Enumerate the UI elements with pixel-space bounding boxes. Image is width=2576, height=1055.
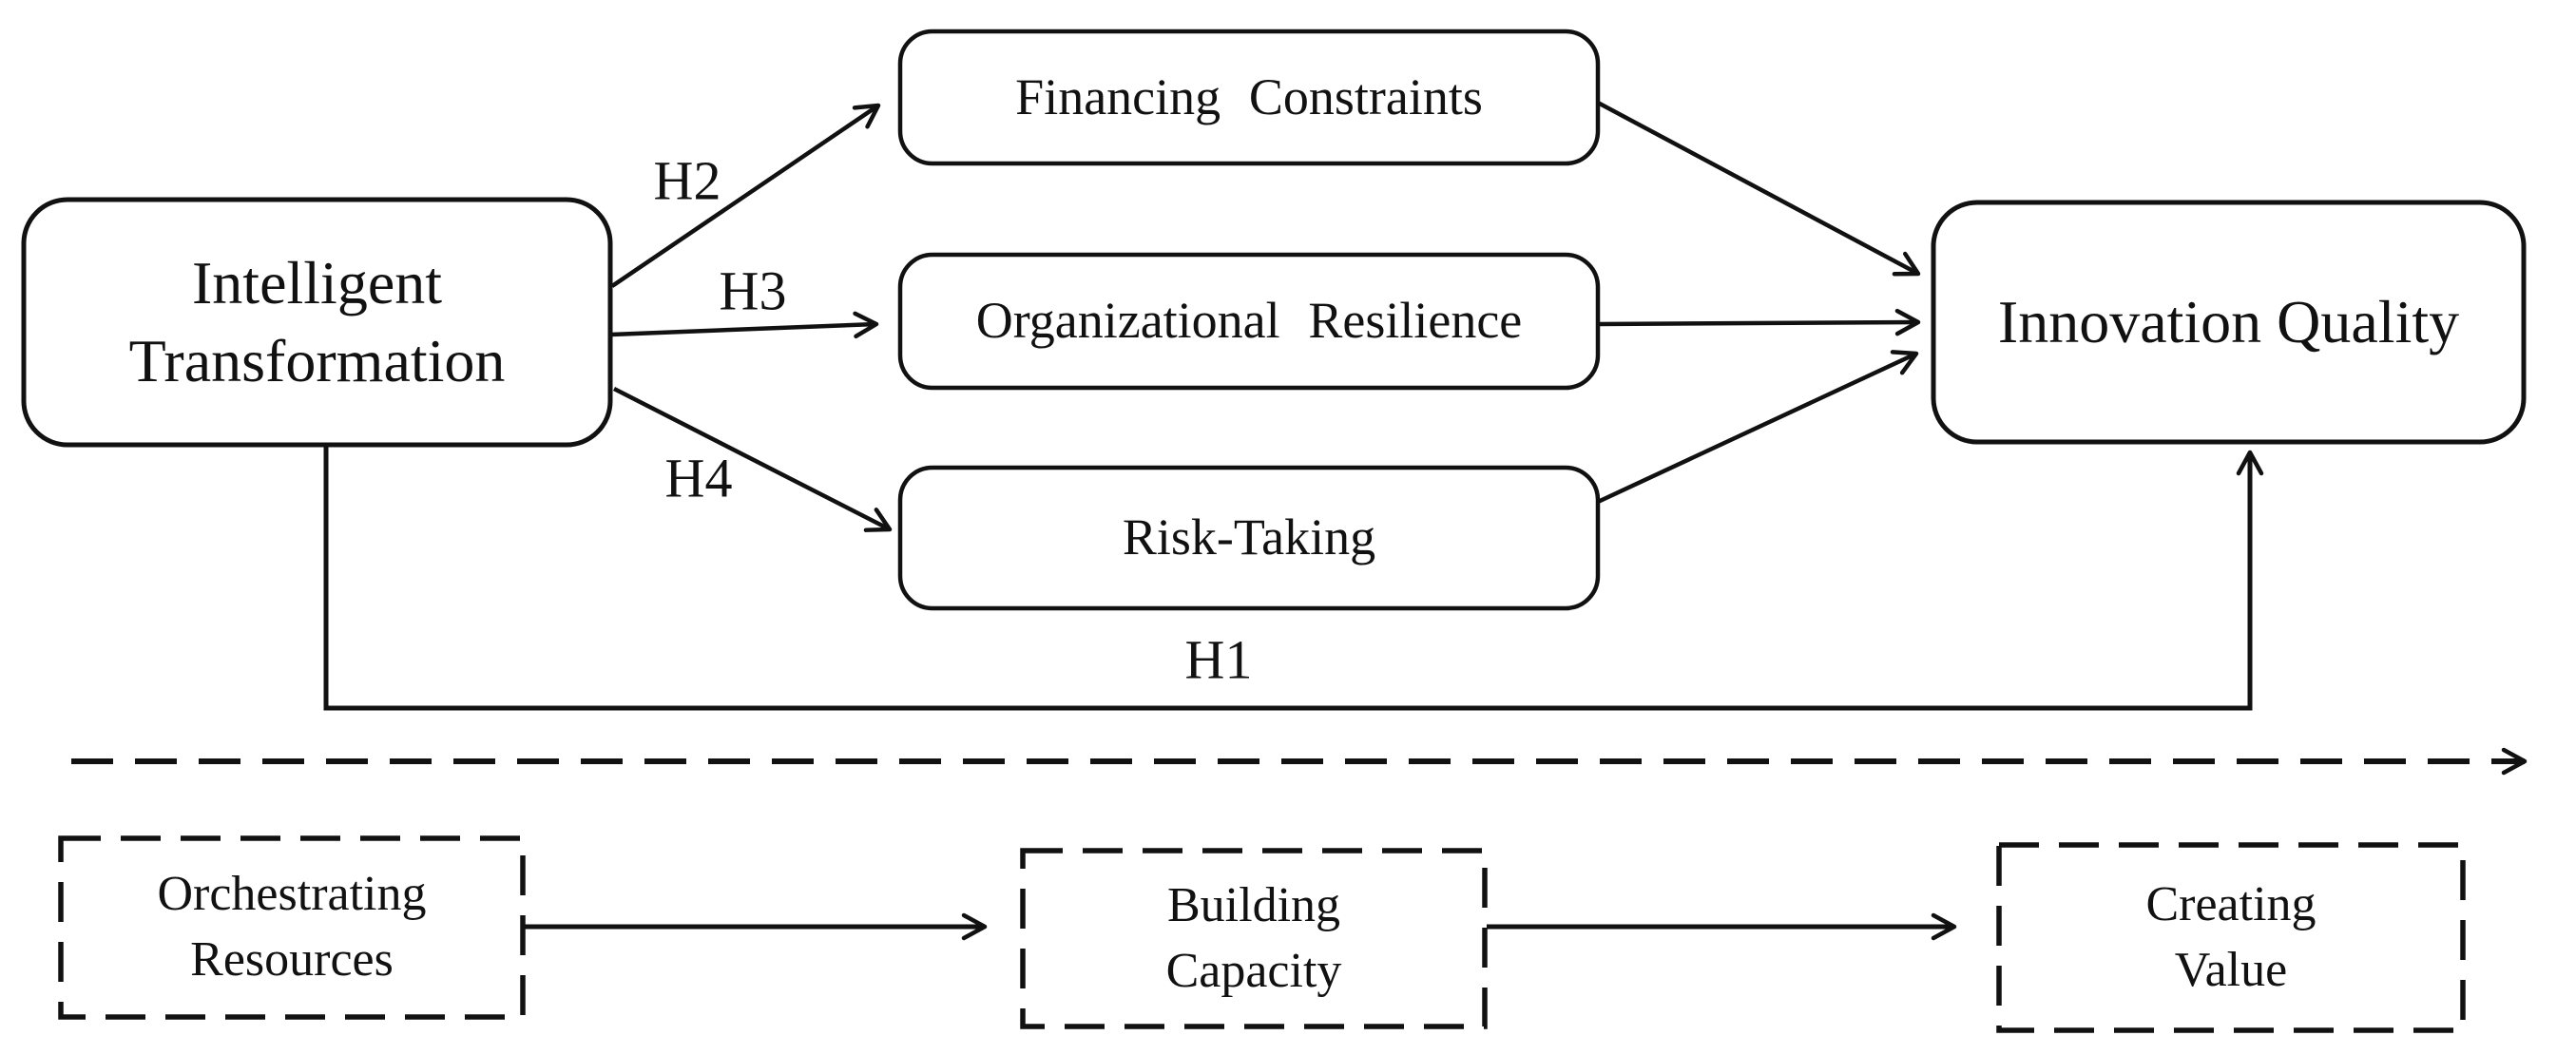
intelligent-transformation-box: [21, 197, 613, 448]
resilience-to-innovation-arrow: [1597, 308, 1921, 336]
building-capacity-box: [1020, 848, 1488, 1029]
creating-value-box: [1996, 842, 2466, 1033]
h4-arrow: [612, 386, 893, 532]
risk-to-innovation-arrow: [1597, 350, 1919, 505]
innovation-quality-box: [1931, 200, 2527, 445]
h3-arrow: [610, 311, 879, 339]
h1-arrow: [323, 443, 2264, 711]
financing-constraints-box: [897, 29, 1601, 166]
financing-to-innovation-arrow: [1596, 101, 1921, 277]
risk-taking-box: [897, 465, 1601, 611]
organizational-resilience-box: [897, 252, 1601, 391]
orchestrating-resources-box: [58, 835, 526, 1020]
h2-arrow: [610, 103, 881, 288]
